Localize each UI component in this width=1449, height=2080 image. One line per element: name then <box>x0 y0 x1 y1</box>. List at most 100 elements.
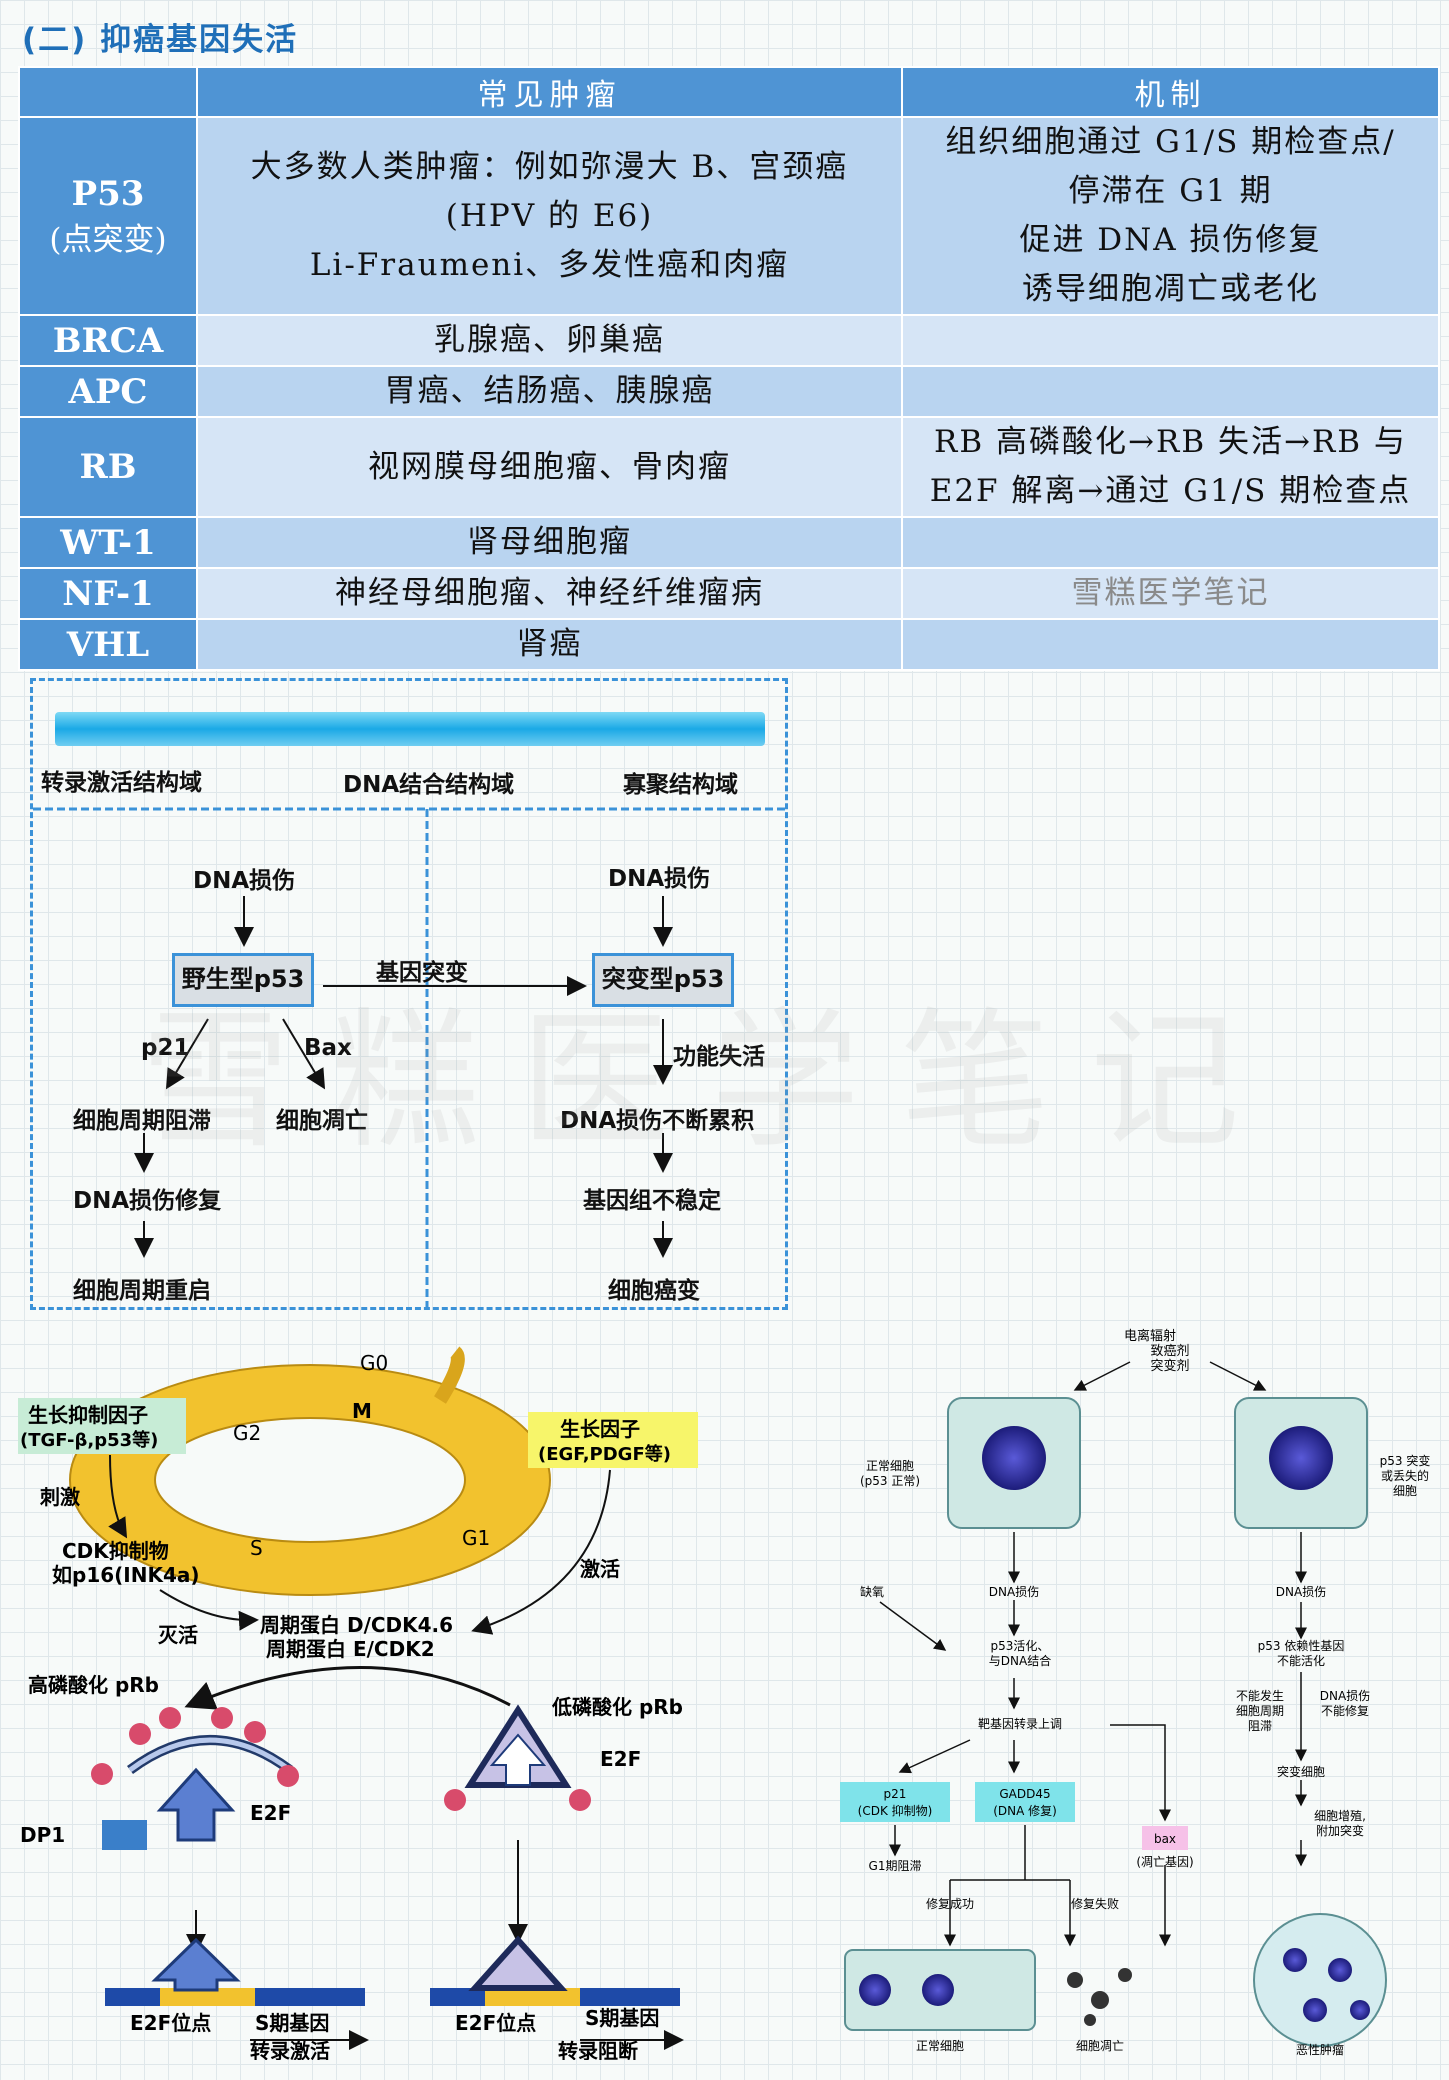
domain-transactivation: 转录激活结构域 <box>41 770 202 796</box>
apoptosis: 细胞凋亡 <box>276 1108 368 1134</box>
tumor-cell: 视网膜母细胞瘤、骨肉瘤 <box>196 416 903 518</box>
inhibitor-line-2: (TGF-β,p53等) <box>20 1429 158 1451</box>
gene-name: NF-1 <box>18 567 198 620</box>
upregulation-label: 靶基因转录上调 <box>978 1716 1062 1731</box>
cyclin-line-1: 周期蛋白 D/CDK4.6 <box>260 1613 453 1637</box>
mutant-p53-box: 突变型p53 <box>592 953 734 1007</box>
stress-line-2: 致癌剂 <box>1150 1343 1189 1359</box>
bax-label: bax <box>1154 1832 1176 1846</box>
hypoxia-label: 缺氧 <box>860 1584 884 1599</box>
e2f-site-left: E2F位点 <box>130 2011 211 2035</box>
gene-mutation-label: 基因突变 <box>376 960 468 986</box>
tumor-cell: 肾母细胞瘤 <box>196 516 903 569</box>
dependent-line-1: p53 依赖性基因 <box>1258 1638 1345 1653</box>
tumor-cell: 神经母细胞瘤、神经纤维瘤病 <box>196 567 903 620</box>
inactivate-label: 灭活 <box>158 1623 198 1647</box>
tumor-line: Li-Fraumeni、多发性癌和肉瘤 <box>309 246 790 283</box>
header-blank <box>18 66 198 118</box>
domain-dna-binding: DNA结合结构域 <box>343 772 515 798</box>
tumor-suppressor-table: 常见肿瘤 机制 P53 (点突变) 大多数人类肿瘤：例如弥漫大 B、宫颈癌 (H… <box>18 66 1440 671</box>
growth-factor-box <box>528 1412 698 1468</box>
m-phase-label: M <box>352 1399 372 1423</box>
dna-damage-normal: DNA损伤 <box>989 1585 1039 1599</box>
mechanism-cell <box>901 618 1440 671</box>
table-header-row: 常见肿瘤 机制 <box>18 66 1440 118</box>
tumor-cell: 乳腺癌、卵巢癌 <box>196 314 903 367</box>
p53-cell-fate-diagram: 电离辐射 致癌剂 突变剂 正常细胞 (p53 正常) p53 突变 或丢失的 细… <box>840 1328 1431 2057</box>
cell-cycle-restart: 细胞周期重启 <box>73 1278 211 1304</box>
bax-box <box>1142 1826 1188 1850</box>
growth-line-2: (EGF,PDGF等) <box>538 1443 671 1465</box>
apoptotic-cells <box>1067 1968 1132 2026</box>
dna-damage-left: DNA损伤 <box>193 868 296 894</box>
mechanism-line: 停滞在 G1 期 <box>1068 173 1273 209</box>
mechanism-line: RB 高磷酸化→RB 失活→RB 与 <box>934 424 1407 460</box>
mechanism-cell <box>901 314 1440 367</box>
activation-line-2: 与DNA结合 <box>989 1653 1051 1668</box>
table-row: VHL 肾癌 <box>18 618 1440 671</box>
e2f-label-right: E2F <box>600 1747 641 1771</box>
e2f-label-left: E2F <box>250 1801 291 1825</box>
damage-accumulation: DNA损伤不断累积 <box>560 1108 755 1134</box>
p21-label: p21 <box>884 1787 907 1801</box>
table-row: P53 (点突变) 大多数人类肿瘤：例如弥漫大 B、宫颈癌 (HPV 的 E6)… <box>18 116 1440 316</box>
mutant-cell-line-2: 或丢失的 <box>1381 1468 1429 1483</box>
activation-line-1: p53活化、 <box>991 1639 1050 1653</box>
proliferate-line-1: 细胞增殖, <box>1314 1808 1366 1823</box>
domain-oligomerization: 寡聚结构域 <box>623 772 738 798</box>
mechanism-cell: 组织细胞通过 G1/S 期检查点/ 停滞在 G1 期 促进 DNA 损伤修复 诱… <box>901 116 1440 316</box>
mutant-cells-label: 突变细胞 <box>1277 1764 1325 1779</box>
dna-damage-mutant: DNA损伤 <box>1276 1585 1326 1599</box>
tumor-line: 大多数人类肿瘤：例如弥漫大 B、宫颈癌 <box>250 148 849 185</box>
table-row: APC 胃癌、结肠癌、胰腺癌 <box>18 365 1440 418</box>
no-arrest-line-2: 细胞周期 <box>1236 1704 1284 1718</box>
rb-cell-cycle-diagram: G0 M G2 G1 S 生长抑制因子 (TGF-β,p53等) 生长因子 (E… <box>18 1346 698 2060</box>
repair-failure: 修复失败 <box>1071 1896 1119 1911</box>
tumor-cell: 肾癌 <box>196 618 903 671</box>
normal-cell-sub: (p53 正常) <box>860 1474 920 1488</box>
gene-name: RB <box>18 416 198 518</box>
bax-label: Bax <box>304 1035 352 1061</box>
mutant-cell-line-1: p53 突变 <box>1380 1453 1431 1468</box>
gene-name: BRCA <box>18 314 198 367</box>
table-row: RB 视网膜母细胞瘤、骨肉瘤 RB 高磷酸化→RB 失活→RB 与 E2F 解离… <box>18 416 1440 518</box>
mechanism-line: 诱导细胞凋亡或老化 <box>1022 271 1319 307</box>
dna-damage-right: DNA损伤 <box>608 866 711 892</box>
no-repair-line-1: DNA损伤 <box>1320 1689 1370 1703</box>
table-row: NF-1 神经母细胞瘤、神经纤维瘤病 雪糕医学笔记 <box>18 567 1440 620</box>
dp1-block <box>102 1820 147 1850</box>
transcription-off: 转录阻断 <box>558 2039 638 2060</box>
gadd45-sub: (DNA 修复) <box>993 1803 1057 1818</box>
proliferate-line-2: 附加突变 <box>1316 1823 1364 1838</box>
no-repair-line-2: 不能修复 <box>1321 1703 1369 1718</box>
gene-name: WT-1 <box>18 516 198 569</box>
watermark: 雪糕医学笔记 <box>140 995 1281 1169</box>
e2f-site-right: E2F位点 <box>455 2011 536 2035</box>
malignant-transformation: 细胞癌变 <box>608 1278 700 1304</box>
g0-label: G0 <box>360 1351 388 1375</box>
bax-sub: (凋亡基因) <box>1136 1855 1193 1869</box>
s-phase-label: S <box>250 1536 263 1560</box>
e2f-left <box>156 1767 236 1842</box>
mechanism-cell: RB 高磷酸化→RB 失活→RB 与 E2F 解离→通过 G1/S 期检查点 <box>901 416 1440 518</box>
stress-line-1: 电离辐射 <box>1124 1328 1176 1344</box>
genomic-instability: 基因组不稳定 <box>583 1188 721 1214</box>
malignant-tumor-label: 恶性肿瘤 <box>1296 2042 1344 2057</box>
table-row: BRCA 乳腺癌、卵巢癌 <box>18 314 1440 367</box>
g1-arrest-label: G1期阻滞 <box>869 1859 922 1873</box>
watermark-cell: 雪糕医学笔记 <box>901 567 1440 620</box>
p53-diagram-lines <box>33 712 785 1307</box>
transcription-on: 转录激活 <box>250 2039 330 2060</box>
no-arrest-line-1: 不能发生 <box>1236 1688 1284 1703</box>
p21-label: p21 <box>141 1035 190 1061</box>
s-gene-left: S期基因 <box>255 2011 329 2035</box>
hypo-prb-label: 低磷酸化 pRb <box>551 1695 683 1719</box>
stimulate-label: 刺激 <box>40 1485 80 1509</box>
dp1-label: DP1 <box>20 1823 65 1847</box>
mechanism-line: 组织细胞通过 G1/S 期检查点/ <box>945 124 1396 160</box>
apoptosis-label: 细胞凋亡 <box>1076 2039 1124 2053</box>
normal-cells-label: 正常细胞 <box>916 2039 964 2053</box>
gene-name: APC <box>18 365 198 418</box>
section-heading: (二) 抑癌基因失活 <box>22 22 299 58</box>
mutant-cell-line-3: 细胞 <box>1393 1484 1417 1498</box>
